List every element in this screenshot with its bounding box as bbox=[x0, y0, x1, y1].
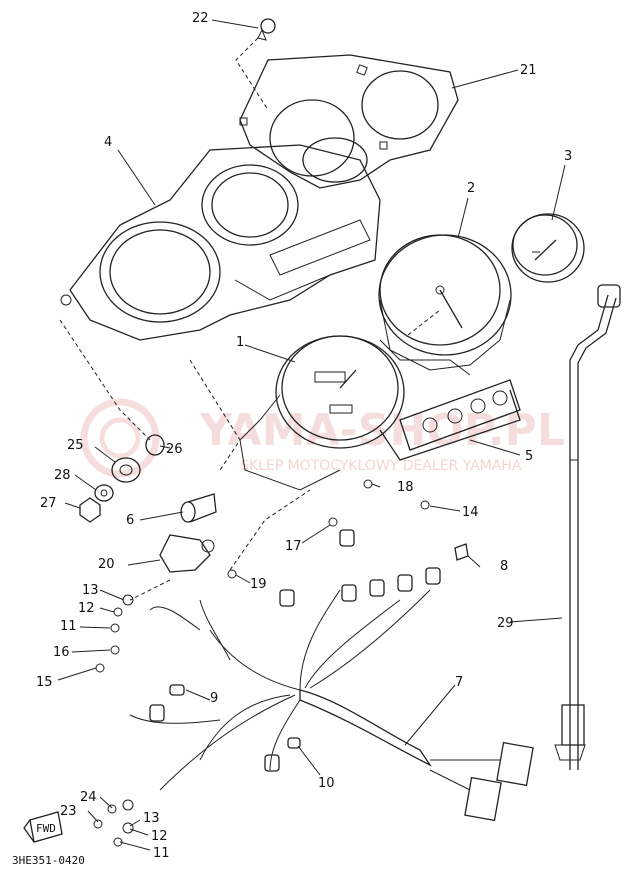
diagram-code: 3HE351-0420 bbox=[12, 854, 85, 867]
label-13a: 13 bbox=[82, 583, 99, 598]
nut-27 bbox=[79, 497, 101, 523]
screw-22 bbox=[257, 18, 276, 41]
label-12a: 12 bbox=[78, 601, 95, 616]
meter-case-4 bbox=[60, 137, 381, 341]
label-3: 3 bbox=[564, 149, 572, 164]
label-23: 23 bbox=[60, 804, 77, 819]
label-13b: 13 bbox=[143, 811, 160, 826]
harness-sockets bbox=[149, 529, 441, 772]
label-20: 20 bbox=[98, 557, 115, 572]
label-25: 25 bbox=[67, 438, 84, 453]
part-labels: 22 21 4 2 3 1 5 6 8 7 29 9 10 18 14 17 1… bbox=[12, 11, 572, 867]
wire-harness-7 bbox=[129, 589, 534, 822]
label-27: 27 bbox=[40, 496, 57, 511]
bulb-8 bbox=[454, 543, 469, 561]
collar-26 bbox=[145, 434, 165, 456]
speedometer-2 bbox=[378, 234, 512, 371]
fasteners bbox=[93, 479, 430, 847]
label-24: 24 bbox=[80, 790, 97, 805]
bulb-socket-9 bbox=[169, 684, 185, 696]
label-1: 1 bbox=[236, 335, 244, 350]
gauge-3 bbox=[511, 213, 585, 283]
label-22: 22 bbox=[192, 11, 209, 26]
indicator-housing-5 bbox=[379, 339, 521, 461]
watermark-brand: YAMA-SHOP.PL bbox=[199, 405, 565, 456]
watermark-subtitle: SKLEP MOTOCYKLOWY DEALER YAMAHA bbox=[240, 458, 522, 474]
label-9: 9 bbox=[210, 691, 218, 706]
bulb-socket-10 bbox=[287, 737, 301, 749]
fwd-arrow: FWD bbox=[23, 811, 63, 843]
fwd-label: FWD bbox=[36, 822, 56, 835]
label-11a: 11 bbox=[60, 619, 77, 634]
leader-lines bbox=[57, 19, 566, 851]
label-2: 2 bbox=[467, 181, 475, 196]
label-21: 21 bbox=[520, 63, 537, 78]
label-6: 6 bbox=[126, 513, 134, 528]
label-14: 14 bbox=[462, 505, 479, 520]
meter-cover-21 bbox=[239, 54, 459, 189]
label-11b: 11 bbox=[153, 846, 170, 861]
label-18: 18 bbox=[397, 480, 414, 495]
label-7: 7 bbox=[455, 675, 463, 690]
sensor-20 bbox=[159, 534, 215, 573]
label-4: 4 bbox=[104, 135, 112, 150]
tachometer-1 bbox=[239, 335, 405, 491]
label-29: 29 bbox=[497, 616, 514, 631]
label-16: 16 bbox=[53, 645, 70, 660]
label-8: 8 bbox=[500, 559, 508, 574]
label-12b: 12 bbox=[151, 829, 168, 844]
label-28: 28 bbox=[54, 468, 71, 483]
meter-cable-29 bbox=[554, 284, 621, 770]
label-26: 26 bbox=[166, 442, 183, 457]
sleeve-6 bbox=[180, 493, 217, 523]
label-15: 15 bbox=[36, 675, 53, 690]
grommet-25 bbox=[111, 457, 141, 483]
label-10: 10 bbox=[318, 776, 335, 791]
label-17: 17 bbox=[285, 539, 302, 554]
washer-28 bbox=[94, 484, 114, 502]
label-19: 19 bbox=[250, 577, 267, 592]
watermark: YAMA-SHOP.PL SKLEP MOTOCYKLOWY DEALER YA… bbox=[80, 398, 565, 478]
label-5: 5 bbox=[525, 449, 533, 464]
